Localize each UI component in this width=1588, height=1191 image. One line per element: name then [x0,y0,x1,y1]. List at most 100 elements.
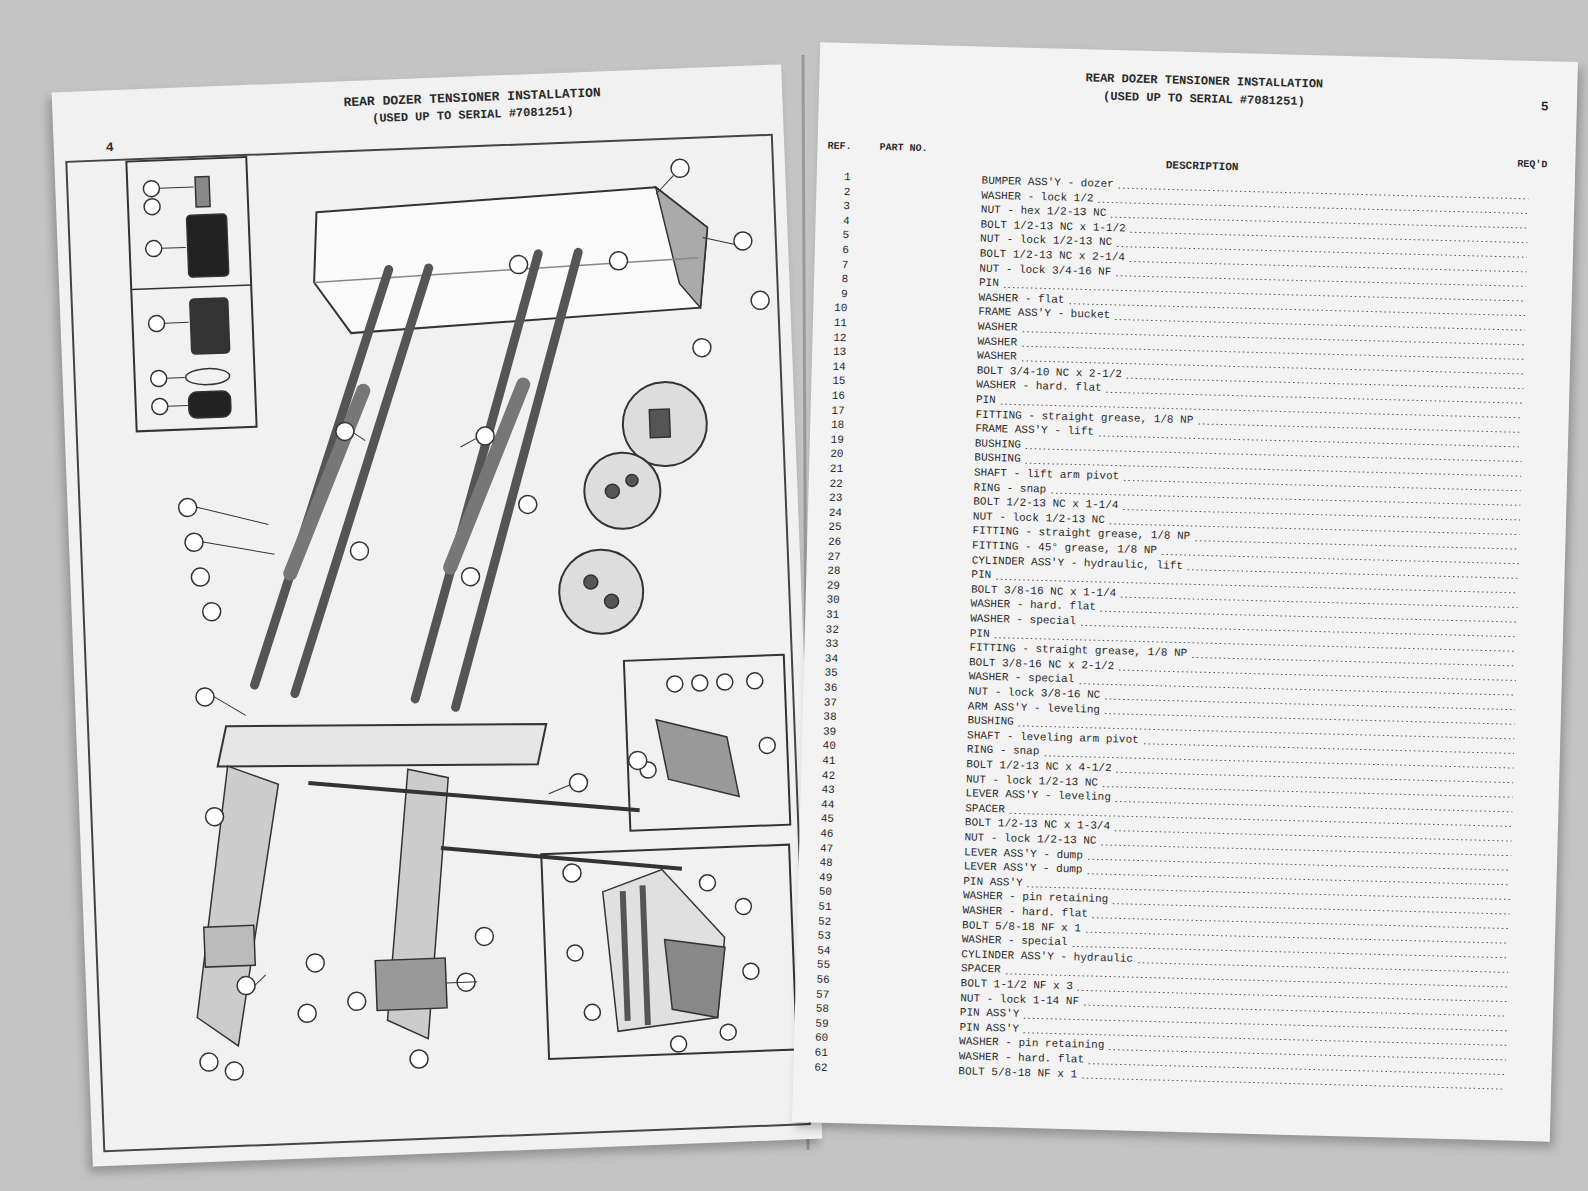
dotted-leader [1004,287,1526,301]
dotted-leader [1045,756,1514,768]
part-description: WASHER [977,335,1017,348]
dotted-leader [1138,963,1508,973]
dotted-leader [1113,904,1510,914]
part-description: WASHER - special [962,933,1068,948]
part-description: WASHER [977,350,1017,363]
dotted-leader [1116,772,1513,782]
ref-number: 38 [806,710,836,723]
part-description: BOLT 3/8-16 NC x 1-1/4 [971,583,1116,599]
dotted-leader [1188,570,1519,579]
ref-number: 21 [813,462,843,475]
right-page: REAR DOZER TENSIONER INSTALLATION(USED U… [792,42,1578,1141]
ref-number: 6 [819,243,849,256]
dotted-leader [1192,657,1516,665]
rod [308,770,639,823]
part-description: PIN ASS'Y [960,1006,1020,1020]
part-description: RING - snap [967,744,1040,758]
dotted-leader [1115,831,1512,841]
part-description: CYLINDER ASS'Y - hydraulic [961,948,1133,964]
ref-number: 7 [818,258,848,271]
cross-frame [216,714,548,777]
ref-number: 60 [798,1031,828,1044]
dotted-leader [1006,974,1508,987]
part-description: RING - snap [974,481,1047,495]
part-description: FRAME ASS'Y - bucket [978,306,1110,321]
ref-number: 13 [816,345,846,358]
bracket-part [602,867,728,1031]
part-description: BUSHING [974,452,1021,465]
lift-arms [238,252,595,715]
ref-number: 35 [808,667,838,680]
bushing-part [190,298,230,354]
dotted-leader [1121,597,1518,607]
dotted-leader [1100,611,1517,622]
part-description: CYLINDER ASS'Y - hydraulic, lift [972,554,1183,572]
ref-number: 31 [809,608,839,621]
part-description: BOLT 1-1/2 NF x 3 [961,977,1073,992]
dotted-leader [1130,232,1527,242]
ref-number: 36 [807,681,837,694]
dotted-leader [1082,1078,1505,1089]
ref-number: 25 [811,521,841,534]
plate-part [656,717,739,800]
page-number: 4 [106,140,114,155]
page-number: 5 [1541,99,1549,114]
dotted-leader [1123,510,1520,520]
ref-number: 54 [800,944,830,957]
ref-number: 37 [807,696,837,709]
part-description: WASHER - special [970,612,1076,627]
ref-number: 55 [800,958,830,971]
dotted-leader [1023,332,1525,345]
dotted-leader [1098,202,1528,213]
ref-number: 49 [802,871,832,884]
exploded-illustration [52,64,823,1166]
dotted-leader [1111,217,1528,228]
part-description: WASHER - hard. flat [976,379,1102,394]
ref-number: 58 [799,1002,829,1015]
part-description: PIN [971,569,991,582]
dotted-leader [1124,480,1521,490]
part-description: BOLT 1/2-13 NC x 1-1/2 [980,218,1125,234]
ref-number: 40 [806,740,836,753]
dotted-leader [1105,714,1515,725]
ref-number: 39 [806,725,836,738]
part-description: PIN [970,627,990,640]
dotted-leader [1084,1005,1507,1016]
ref-number: 26 [811,535,841,548]
part-description: NUT - lock 1/2-13 NC [964,831,1096,846]
ref-number: 45 [804,812,834,825]
left-page: REAR DOZER TENSIONER INSTALLATION(USED U… [52,64,823,1166]
dotted-leader [1024,1018,1507,1031]
dotted-leader [1052,493,1521,505]
dotted-leader [1115,319,1525,330]
dotted-leader [1070,304,1526,316]
ref-number: 5 [819,229,849,242]
inset-box [541,845,797,1059]
ref-number: 18 [814,418,844,431]
part-description: PIN ASS'Y [963,875,1023,889]
part-description: NUT - lock 3/8-16 NC [968,685,1100,700]
ref-number: 29 [810,579,840,592]
ref-number: 1 [821,170,851,183]
part-description: BUSHING [967,715,1014,728]
ref-number: 41 [805,754,835,767]
part-description: BOLT 1/2-13 NC x 2-1/4 [980,248,1125,264]
callout-circles [166,156,798,1081]
dotted-leader [1195,541,1519,549]
dotted-leader [1130,261,1527,271]
part-description: SHAFT - lift arm pivot [974,466,1119,482]
part-description: LEVER ASS'Y - leveling [965,788,1110,804]
part-description: LEVER ASS'Y - dump [964,860,1083,875]
part-description: WASHER - hard. flat [959,1050,1085,1065]
dotted-leader [1115,801,1512,811]
part-description: NUT - lock 3/4-16 NF [979,262,1111,277]
part-description: SPACER [965,802,1005,815]
column-header: PART NO. [879,142,927,154]
part-description: BOLT 1/2-13 NC x 4-1/2 [966,758,1111,774]
ref-number: 59 [798,1017,828,1030]
column-header: REQ'D [1517,159,1547,171]
ref-number: 3 [820,200,850,213]
ref-number: 34 [808,652,838,665]
ref-number: 24 [812,506,842,519]
